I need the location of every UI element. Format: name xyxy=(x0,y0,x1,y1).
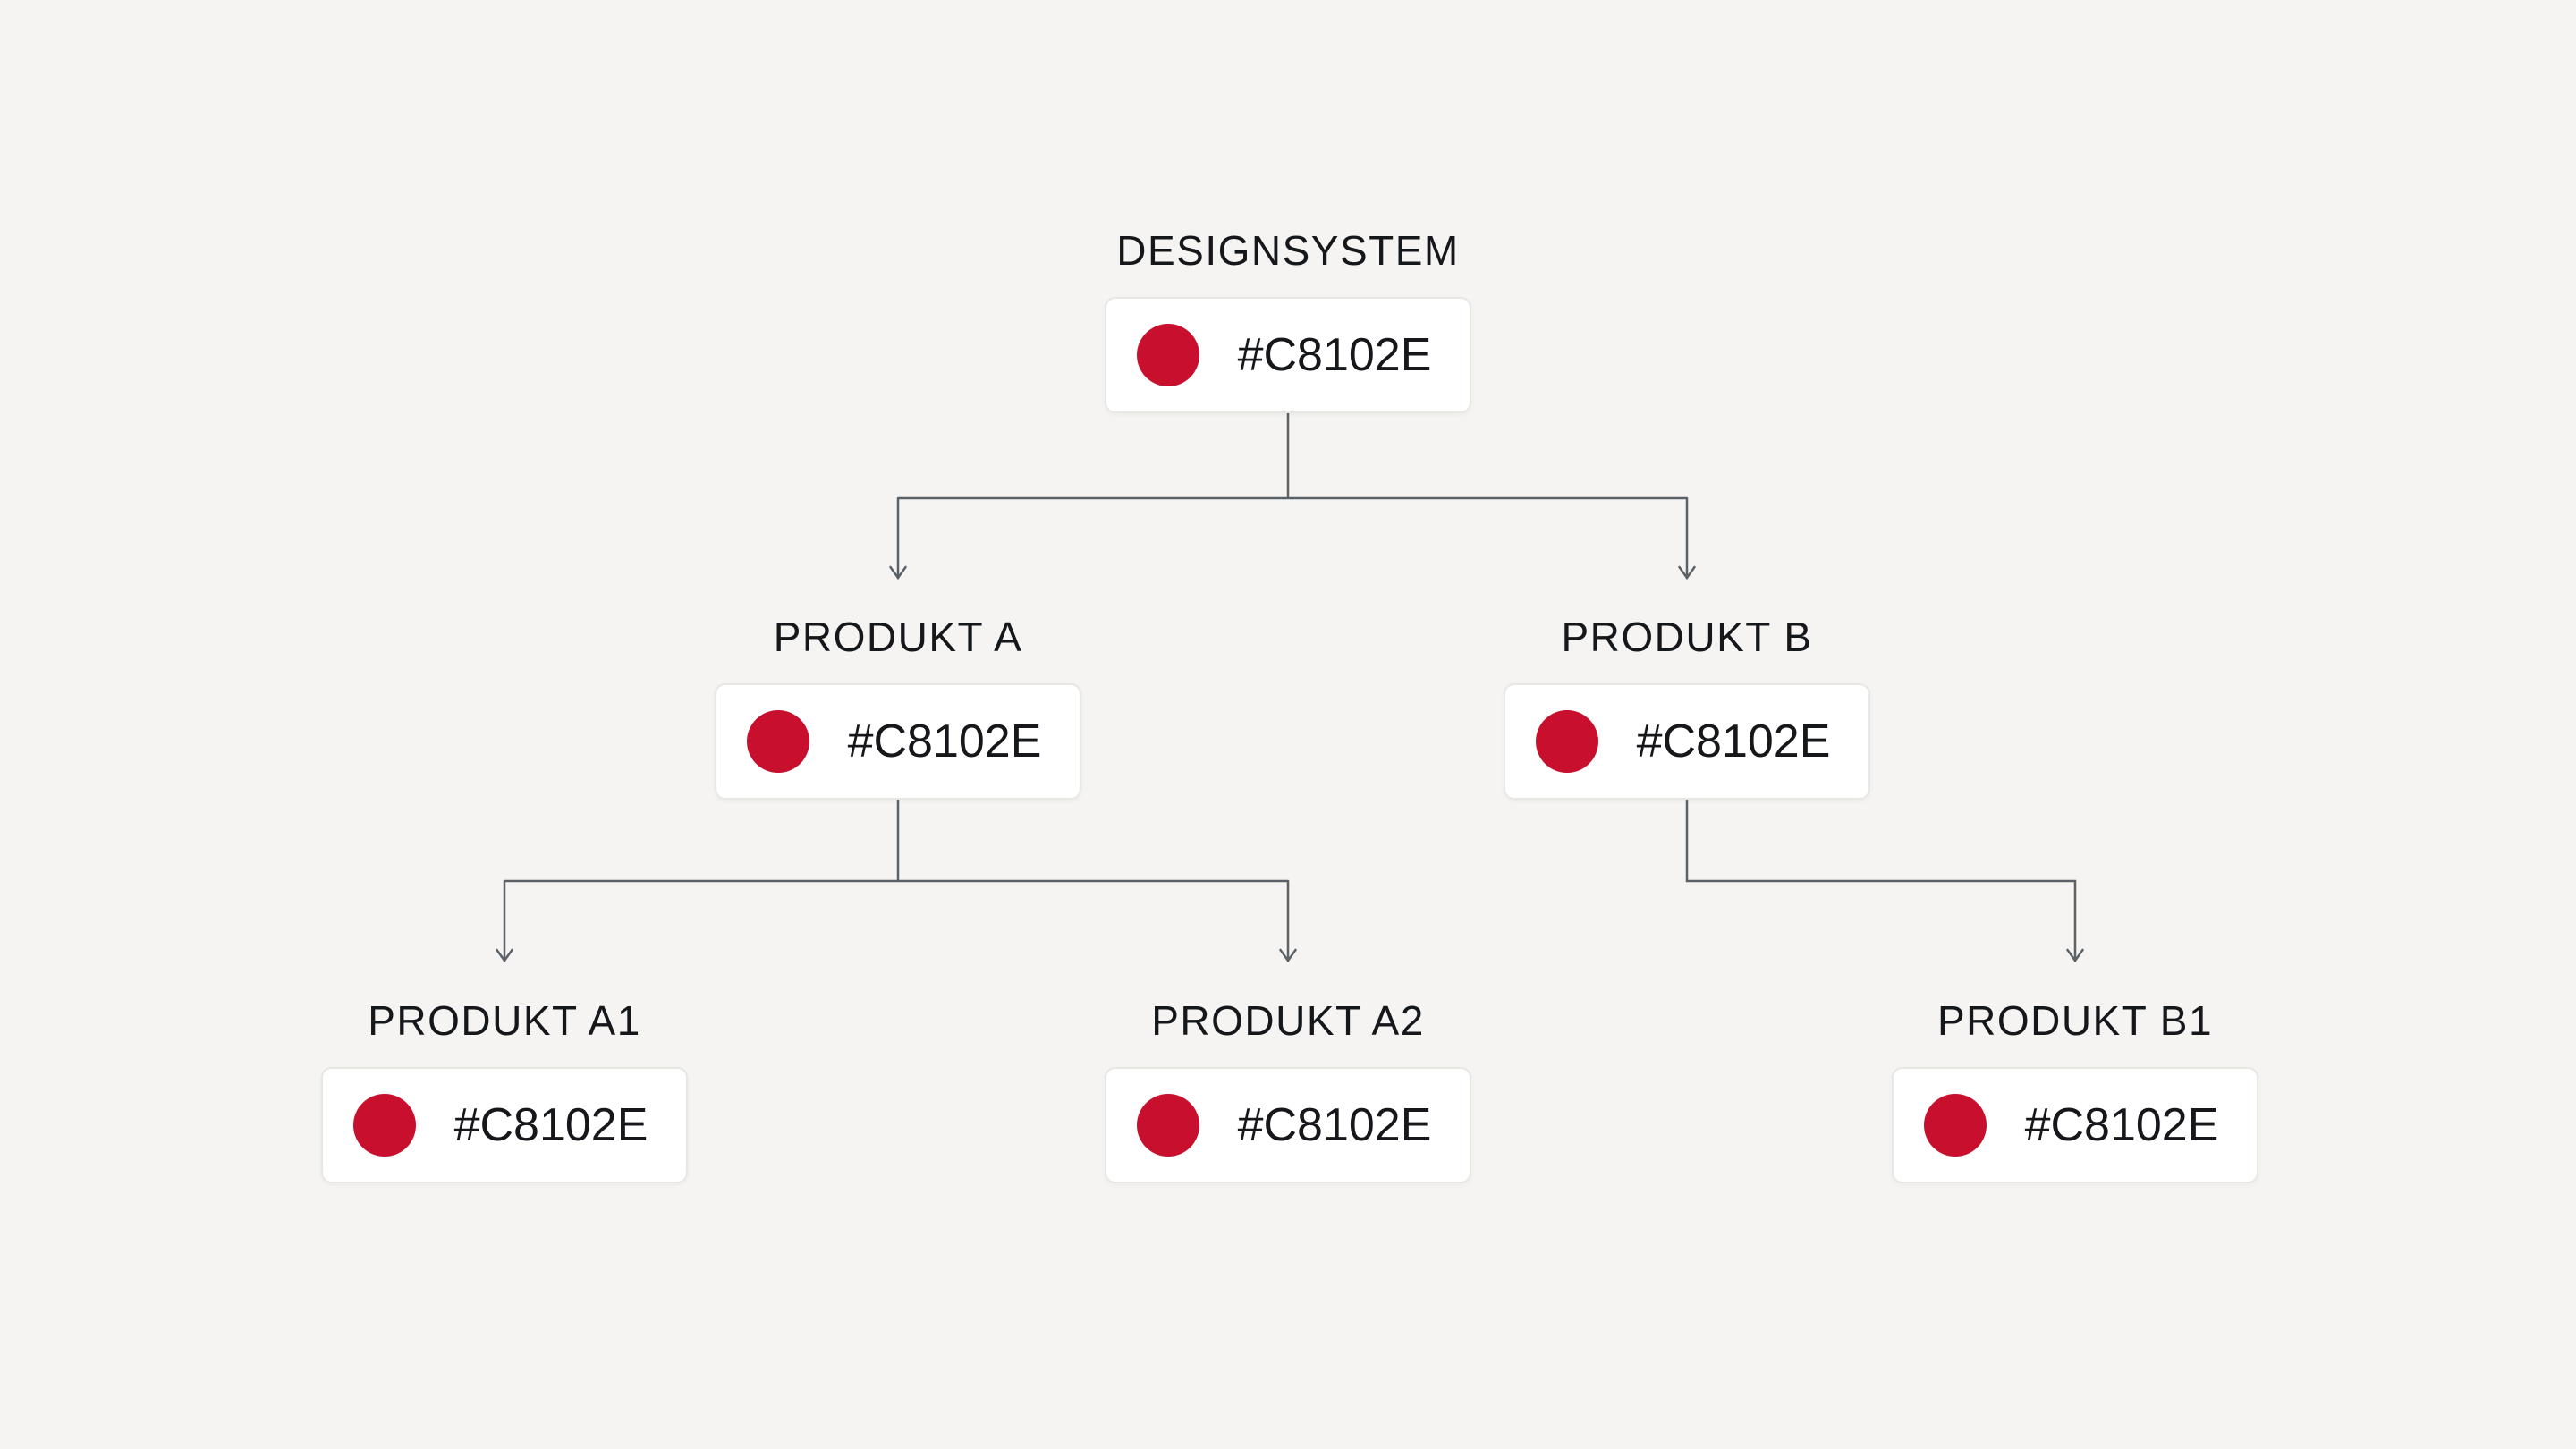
color-hex-value: #C8102E xyxy=(847,716,1042,767)
node-produkt-b: PRODUKT B #C8102E xyxy=(1504,614,1870,800)
color-hex-value: #C8102E xyxy=(1636,716,1831,767)
color-token-card: #C8102E xyxy=(1105,297,1471,413)
color-hex-value: #C8102E xyxy=(1237,1099,1432,1151)
node-label: PRODUKT A1 xyxy=(368,997,641,1044)
node-label: DESIGNSYSTEM xyxy=(1116,227,1460,274)
color-swatch-icon xyxy=(1924,1094,1987,1157)
color-hex-value: #C8102E xyxy=(453,1099,648,1151)
arrowhead-down-icon xyxy=(1279,948,1297,963)
node-label: PRODUKT A2 xyxy=(1151,997,1425,1044)
color-swatch-icon xyxy=(1137,324,1199,386)
node-label: PRODUKT B1 xyxy=(1936,997,2214,1044)
connector-group xyxy=(496,411,2084,963)
color-token-card: #C8102E xyxy=(1892,1067,2258,1183)
node-designsystem: DESIGNSYSTEM #C8102E xyxy=(1105,227,1471,413)
connector-b-to-child xyxy=(1685,798,2077,962)
connector-a-to-children xyxy=(503,798,1290,962)
arrowhead-down-icon xyxy=(2066,948,2084,963)
color-hex-value: #C8102E xyxy=(1237,329,1432,381)
node-produkt-a1: PRODUKT A1 #C8102E xyxy=(321,997,688,1183)
arrowhead-down-icon xyxy=(496,948,513,963)
color-token-card: #C8102E xyxy=(1105,1067,1471,1183)
arrowhead-down-icon xyxy=(889,565,907,580)
node-produkt-b1: PRODUKT B1 #C8102E xyxy=(1892,997,2258,1183)
color-swatch-icon xyxy=(1536,710,1598,773)
node-produkt-a2: PRODUKT A2 #C8102E xyxy=(1105,997,1471,1183)
color-swatch-icon xyxy=(1137,1094,1199,1157)
color-swatch-icon xyxy=(747,710,809,773)
color-token-card: #C8102E xyxy=(321,1067,688,1183)
color-swatch-icon xyxy=(353,1094,416,1157)
connector-root-to-children xyxy=(896,411,1689,580)
node-label: PRODUKT B xyxy=(1561,614,1813,660)
color-token-card: #C8102E xyxy=(1504,683,1870,800)
node-produkt-a: PRODUKT A #C8102E xyxy=(715,614,1081,800)
arrowhead-down-icon xyxy=(1678,565,1696,580)
node-label: PRODUKT A xyxy=(773,614,1023,660)
color-hex-value: #C8102E xyxy=(2024,1099,2219,1151)
color-token-card: #C8102E xyxy=(715,683,1081,800)
